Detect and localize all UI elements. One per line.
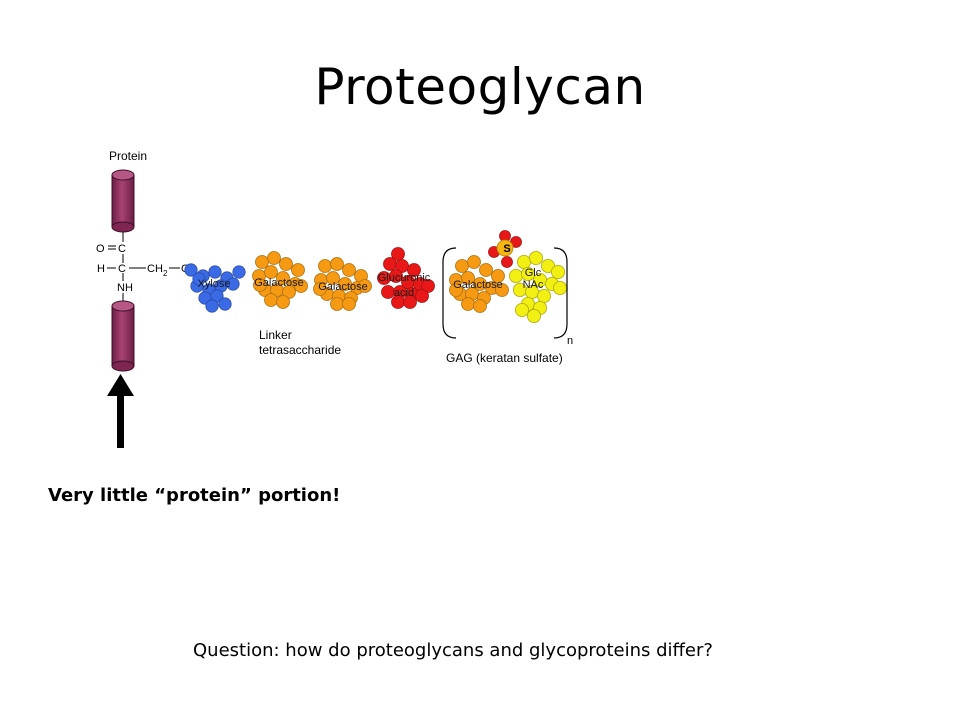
galactose3-bead — [495, 283, 509, 297]
glcnac-bead — [521, 266, 536, 281]
glcnac-sugar — [508, 250, 568, 323]
galactose3-bead — [461, 271, 475, 285]
repeat-bracket-left — [442, 247, 457, 339]
linker-label-line1: Linker — [259, 328, 292, 342]
galactose1-bead — [264, 293, 278, 307]
xylose-label: Xylose — [197, 278, 230, 290]
atom-c-mid: C — [118, 263, 126, 275]
galactose1-bead — [291, 263, 305, 277]
galactose1-bead — [276, 295, 290, 309]
glcnac-bead — [537, 288, 552, 303]
atom-nh: NH — [117, 282, 133, 294]
glcnac-bead — [508, 268, 523, 283]
glcnac-bead — [515, 302, 530, 317]
xylose-bead — [218, 297, 232, 311]
glucuronic-bead — [389, 269, 403, 283]
galactose2-bead — [313, 282, 327, 296]
galactose3-bead — [479, 263, 493, 277]
atom-c-top: C — [118, 243, 126, 255]
linker-label-line2: tetrasaccharide — [259, 343, 341, 357]
glcnac-bead — [553, 280, 568, 295]
sulfate-group — [488, 230, 522, 268]
sulfate-label: S — [503, 243, 510, 255]
repeat-bracket-right — [553, 247, 568, 339]
galactose1-bead — [282, 285, 296, 299]
xylose-bead — [192, 272, 206, 286]
atom-sub2: 2 — [163, 269, 168, 278]
question-text: Question: how do proteoglycans and glyco… — [193, 640, 713, 661]
galactose2-bead — [318, 259, 332, 273]
atom-ch: CH — [147, 263, 163, 275]
slide-title: Proteoglycan — [314, 58, 646, 116]
galactose-label-3: Galactose — [453, 279, 503, 291]
galactose2-bead — [358, 279, 372, 293]
xylose-bead — [205, 299, 219, 313]
galactose3-bead — [455, 259, 469, 273]
galactose2-bead — [342, 297, 356, 311]
glucuronic-bead — [421, 279, 435, 293]
xylose-sugar — [184, 263, 246, 313]
glucuronic-label-line1: Glucuronic — [378, 272, 431, 284]
repeat-n-label: n — [567, 335, 573, 347]
galactose1-bead — [279, 257, 293, 271]
sulfate-sulfur-bead — [496, 239, 514, 257]
glucuronic-bead — [415, 289, 429, 303]
xylose-bead — [226, 277, 240, 291]
up-arrow-icon — [107, 374, 134, 448]
serine-bonds — [107, 232, 180, 302]
galactose-sugar-2 — [313, 257, 372, 311]
protein-label: Protein — [109, 149, 147, 163]
galactose2-bead — [330, 297, 344, 311]
galactose-label-2: Galactose — [318, 281, 368, 293]
galactose3-bead — [491, 269, 505, 283]
glucuronic-label-line2: acid — [394, 287, 414, 299]
glcnac-bead — [551, 264, 566, 279]
galactose2-bead — [342, 263, 356, 277]
protein-portion-note: Very little “protein” portion! — [48, 485, 341, 506]
gag-label: GAG (keratan sulfate) — [446, 351, 563, 365]
atom-o-top: O — [96, 243, 105, 255]
galactose-sugar-1 — [252, 251, 308, 309]
xylose-bead — [232, 265, 246, 279]
galactose2-bead — [326, 271, 340, 285]
glucuronic-acid-sugar — [377, 247, 435, 309]
galactose3-bead — [449, 283, 463, 297]
glucuronic-bead — [381, 285, 395, 299]
glcnac-bead — [527, 308, 542, 323]
galactose1-bead — [255, 255, 269, 269]
xylose-bead — [184, 263, 198, 277]
atom-h: H — [97, 263, 105, 275]
glcnac-bead — [529, 250, 544, 265]
xylose-bead — [208, 265, 222, 279]
galactose1-bead — [267, 251, 281, 265]
glcnac-label-line2: NAc — [523, 279, 544, 291]
galactose1-bead — [253, 278, 267, 292]
galactose3-bead — [467, 255, 481, 269]
protein-cylinder-bottom — [111, 300, 135, 372]
galactose1-bead — [276, 271, 290, 285]
glucuronic-bead — [383, 257, 397, 271]
glcnac-label-line1: Glc — [525, 267, 542, 279]
galactose1-bead — [264, 265, 278, 279]
glucuronic-bead — [403, 295, 417, 309]
galactose3-bead — [461, 297, 475, 311]
galactose1-bead — [294, 279, 308, 293]
sulfate-oxygen-bead — [501, 256, 513, 268]
protein-cylinder-top — [111, 169, 135, 233]
glucuronic-bead — [407, 263, 421, 277]
galactose3-bead — [473, 299, 487, 313]
galactose-sugar-3 — [449, 255, 509, 313]
galactose-label-1: Galactose — [254, 277, 304, 289]
galactose2-bead — [330, 257, 344, 271]
